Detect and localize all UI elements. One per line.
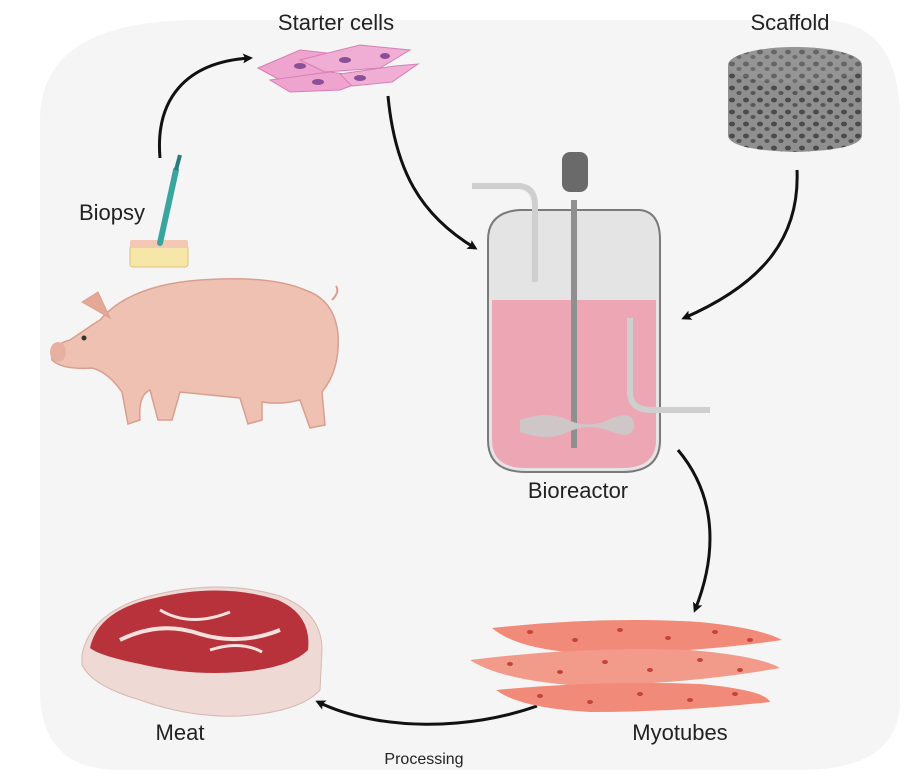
starter-cells-label: Starter cells (278, 10, 394, 35)
arrow-cells-to-bioreactor (386, 95, 478, 250)
biopsy-label: Biopsy (79, 200, 145, 225)
arrow-myotubes-to-meat (315, 700, 538, 726)
processing-label: Processing (384, 751, 463, 768)
myotubes-icon (470, 620, 782, 712)
arrow-biopsy-to-cells (157, 53, 253, 159)
bioreactor-label: Bioreactor (528, 478, 628, 503)
biopsy-needle-icon (129, 154, 189, 268)
scaffold-icon (728, 47, 862, 152)
meat-icon (81, 586, 323, 717)
arrow-bioreactor-to-myotubes (676, 449, 712, 613)
arrow-scaffold-to-bioreactor (681, 169, 799, 320)
myotubes-label: Myotubes (632, 720, 727, 745)
scaffold-label: Scaffold (750, 10, 829, 35)
starter-cells-icon (256, 44, 420, 93)
background-shape (40, 20, 900, 770)
bioreactor-icon (472, 152, 710, 473)
pig-icon (50, 278, 339, 429)
meat-label: Meat (156, 720, 205, 745)
